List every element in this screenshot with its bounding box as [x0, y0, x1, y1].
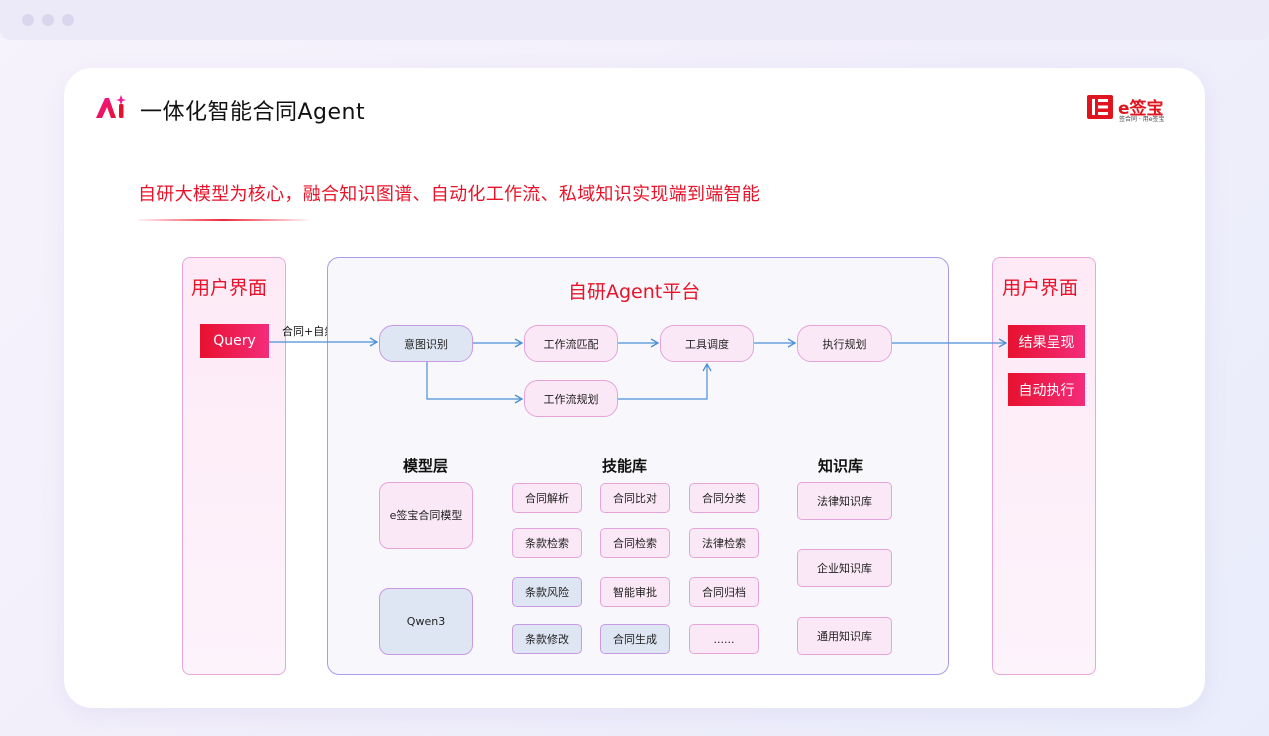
skill-item: 合同检索	[600, 528, 670, 558]
platform-title: 自研Agent平台	[568, 281, 701, 303]
subtitle-underline	[138, 219, 308, 221]
workflow-plan-node: 工作流规划	[524, 380, 618, 417]
knowledge-item: 法律知识库	[797, 482, 892, 520]
execution-plan-node: 执行规划	[797, 325, 892, 362]
workflow-match-node: 工作流匹配	[524, 325, 618, 362]
tool-dispatch-node: 工具调度	[660, 325, 754, 362]
model-layer-heading: 模型层	[403, 457, 449, 475]
skills-heading: 技能库	[602, 457, 648, 475]
agent-logo-icon	[96, 95, 126, 118]
subtitle: 自研大模型为核心，融合知识图谱、自动化工作流、私域知识实现端到端智能	[138, 184, 761, 205]
result-display-button[interactable]: 结果呈现	[1008, 325, 1085, 358]
brand-tagline: 签合同 · 用e签宝	[1119, 116, 1165, 123]
intent-recognition-node: 意图识别	[379, 325, 473, 362]
brand-name: e签宝	[1118, 99, 1164, 119]
skill-item: 合同比对	[600, 483, 670, 513]
right-panel-title: 用户界面	[1002, 277, 1079, 299]
window-title-bar	[0, 0, 1269, 40]
skill-item: 智能审批	[600, 577, 670, 607]
esign-logo-icon	[1087, 95, 1113, 119]
query-button[interactable]: Query	[200, 324, 269, 358]
arrow-workflow-plan-to-tool	[618, 362, 712, 400]
window-dot-icon[interactable]	[42, 14, 54, 26]
window-dot-icon[interactable]	[22, 14, 34, 26]
skill-item: 合同生成	[600, 624, 670, 654]
skill-item: 合同归档	[689, 577, 759, 607]
knowledge-item: 企业知识库	[797, 549, 892, 587]
skill-item: 合同解析	[512, 483, 582, 513]
knowledge-heading: 知识库	[818, 457, 864, 475]
skill-item: ......	[689, 624, 759, 654]
skill-item: 条款修改	[512, 624, 582, 654]
page-title: 一体化智能合同Agent	[140, 100, 366, 125]
skill-item: 合同分类	[689, 483, 759, 513]
skill-item: 条款检索	[512, 528, 582, 558]
esign-contract-model-box: e签宝合同模型	[379, 482, 473, 549]
arrow-intent-to-workflow-plan	[426, 362, 524, 404]
skill-item: 条款风险	[512, 577, 582, 607]
skill-item: 法律检索	[689, 528, 759, 558]
qwen3-model-box: Qwen3	[379, 588, 473, 655]
left-panel-title: 用户界面	[191, 277, 268, 299]
window-dot-icon[interactable]	[62, 14, 74, 26]
knowledge-item: 通用知识库	[797, 617, 892, 655]
auto-execute-button[interactable]: 自动执行	[1008, 373, 1085, 406]
